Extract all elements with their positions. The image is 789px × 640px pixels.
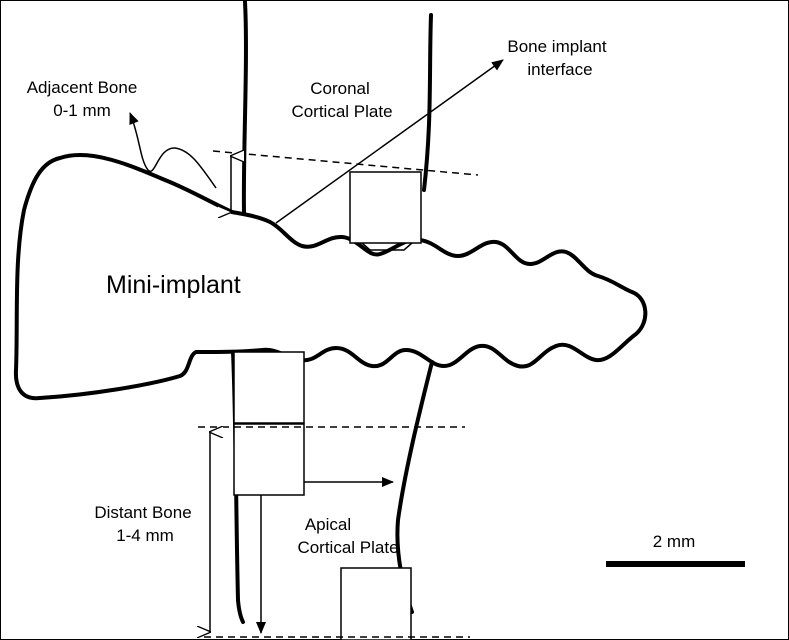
scale-bar-label: 2 mm — [653, 532, 696, 551]
implant-label: Mini-implant — [106, 271, 241, 299]
coronal-reference-dashed-line — [212, 150, 479, 176]
coronal-bone-wall-left — [241, 0, 248, 214]
apical-sample-box-lower — [233, 423, 305, 496]
interface-label-line2: interface — [527, 60, 592, 79]
distant-bone-label-line1: Distant Bone — [94, 503, 191, 522]
adjacent-bone-label-line2: 0-1 mm — [53, 101, 111, 120]
adjacent-bone-arrow — [129, 112, 217, 189]
interface-arrow — [275, 59, 504, 224]
coronal-bone-wall-right — [422, 13, 433, 192]
apical-plate-label-line1: Apical — [305, 515, 351, 534]
apical-plate-label-line2: Cortical Plate — [297, 538, 398, 557]
distant-bone-label-line2: 1-4 mm — [116, 526, 174, 545]
adjacent-bone-label-line1: Adjacent Bone — [27, 78, 138, 97]
coronal-sample-box — [349, 171, 422, 244]
coronal-box-bottom-detail — [361, 242, 413, 251]
coronal-plate-label-line2: Cortical Plate — [291, 102, 392, 121]
coronal-plate-label-line1: Coronal — [310, 79, 370, 98]
apical-sample-box-upper — [233, 351, 305, 424]
mini-implant-outline — [13, 153, 648, 401]
apical-cortical-box — [340, 567, 412, 640]
interface-label-line1: Bone implant — [507, 37, 607, 56]
